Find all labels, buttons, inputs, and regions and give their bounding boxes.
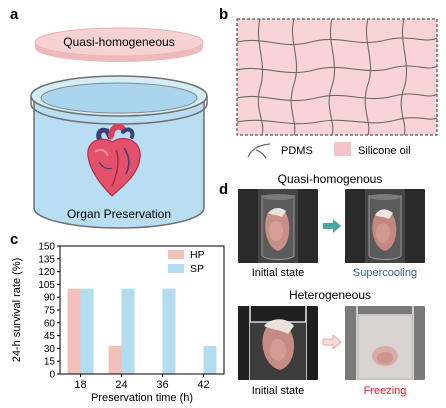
container-text: Organ Preservation bbox=[66, 207, 172, 221]
caption-freezing: Freezing bbox=[363, 385, 407, 397]
photo-freezing bbox=[345, 306, 425, 380]
legend-label-sp: SP bbox=[190, 263, 204, 275]
x-axis-label: Preservation time (h) bbox=[91, 392, 193, 404]
panel-a-illustration bbox=[30, 27, 208, 229]
y-tick-label: 60 bbox=[44, 318, 56, 329]
top-title: Quasi-homogenous bbox=[277, 172, 383, 186]
caption-supercooling: Supercooling bbox=[352, 267, 418, 279]
legend-label-hp: HP bbox=[190, 249, 205, 261]
y-tick-label: 15 bbox=[44, 357, 56, 368]
legend-swatch-sp bbox=[168, 264, 184, 273]
caption-bottom-initial: Initial state bbox=[251, 385, 305, 397]
x-tick-label: 18 bbox=[74, 379, 86, 391]
y-axis-label: 24-h survival rate (%) bbox=[11, 258, 23, 363]
bar-sp bbox=[80, 288, 94, 374]
y-tick-label: 0 bbox=[49, 370, 55, 381]
bar-sp bbox=[121, 288, 135, 374]
bar-hp bbox=[67, 288, 81, 374]
arrow-right-icon bbox=[323, 219, 341, 233]
legend-swatch-hp bbox=[168, 250, 184, 259]
y-tick-label: 105 bbox=[38, 280, 55, 291]
arrow-right-icon-bottom bbox=[322, 335, 342, 349]
y-tick-label: 90 bbox=[44, 293, 56, 304]
legend-silicone-oil: Silicone oil bbox=[358, 145, 411, 157]
bar-sp bbox=[203, 345, 217, 374]
silicone-oil-swatch bbox=[334, 142, 351, 156]
heart-icon bbox=[87, 123, 141, 197]
pdms-mesh bbox=[236, 18, 438, 136]
y-tick-label: 120 bbox=[38, 267, 55, 278]
container-rim-inner bbox=[40, 82, 198, 114]
lid-side bbox=[35, 42, 203, 62]
y-tick-label: 75 bbox=[44, 306, 56, 317]
y-tick-label: 135 bbox=[38, 254, 55, 265]
x-tick-label: 36 bbox=[156, 379, 168, 391]
panel-a-label: a bbox=[10, 6, 19, 23]
pdms-legend-icon bbox=[247, 143, 271, 159]
panel-b-label: b bbox=[219, 6, 229, 23]
legend-pdms: PDMS bbox=[281, 145, 313, 157]
y-tick-label: 30 bbox=[44, 344, 56, 355]
bottom-title: Heterogeneous bbox=[288, 288, 372, 302]
photo-initial-quasi bbox=[238, 189, 318, 263]
y-tick-label: 150 bbox=[38, 242, 55, 253]
photo-supercooling bbox=[345, 189, 425, 263]
panel-d-label: d bbox=[219, 181, 229, 198]
lid-text: Quasi-homogeneous bbox=[63, 35, 175, 49]
photo-initial-hetero bbox=[238, 306, 318, 380]
x-tick-label: 24 bbox=[115, 379, 127, 391]
bar-hp bbox=[108, 345, 122, 374]
x-tick-label: 42 bbox=[197, 379, 209, 391]
plot-frame bbox=[59, 245, 225, 375]
caption-top-initial: Initial state bbox=[251, 267, 305, 279]
bar-sp bbox=[162, 288, 176, 374]
panel-b-network bbox=[236, 18, 438, 136]
panel-c-label: c bbox=[10, 231, 19, 248]
y-tick-label: 45 bbox=[44, 331, 56, 342]
